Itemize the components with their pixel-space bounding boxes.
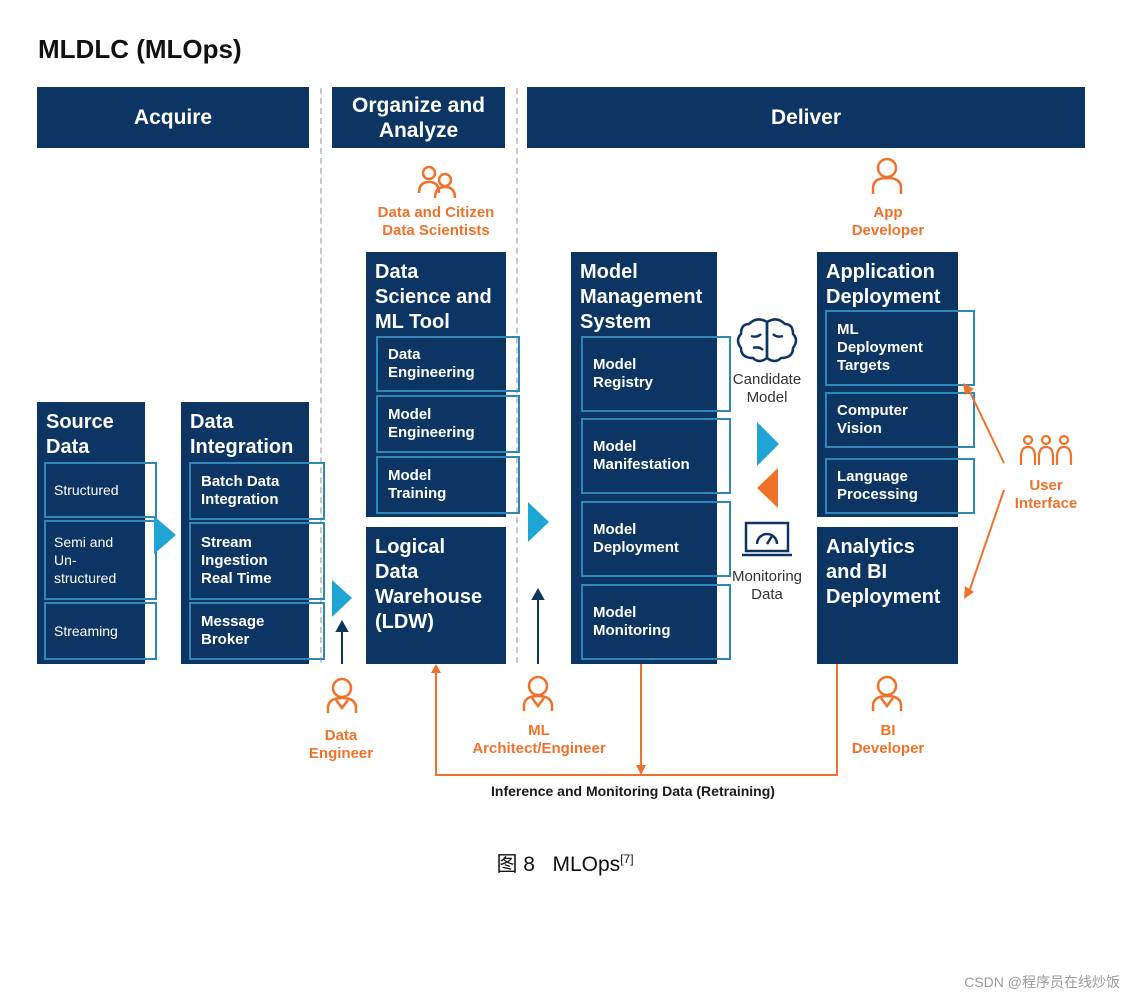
- ml-architect-icon: [522, 675, 554, 711]
- monitoring-data-label: Monitoring Data: [731, 568, 803, 603]
- retraining-label: Inference and Monitoring Data (Retrainin…: [491, 783, 775, 799]
- integration-item-stream: Stream Ingestion Real Time: [189, 522, 325, 600]
- user-interface-arrows: [968, 389, 1005, 593]
- brain-icon: [736, 318, 798, 363]
- role-data-scientists-label: Data and Citizen Data Scientists: [377, 204, 495, 239]
- ds-item-data-engineering: Data Engineering: [376, 336, 520, 392]
- mm-item-monitoring: Model Monitoring: [581, 584, 731, 660]
- divider-left: [320, 88, 322, 663]
- candidate-model-label: Candidate Model: [732, 371, 802, 406]
- divider-right: [516, 88, 518, 663]
- arrow-ml-architect-up: [531, 587, 545, 664]
- user-interface-icon: [1019, 434, 1073, 465]
- caption-figure-number: 图 8: [496, 853, 535, 876]
- mm-item-manifestation: Model Manifestation: [581, 418, 731, 494]
- mm-item-registry: Model Registry: [581, 336, 731, 412]
- data-integration-title: Data Integration: [190, 411, 294, 458]
- monitor-gauge-icon: [742, 521, 792, 557]
- retraining-arrowhead-down: [636, 765, 646, 775]
- arrow-data-engineer-up: [335, 619, 349, 664]
- integration-item-broker: Message Broker: [189, 602, 325, 660]
- ds-item-model-training: Model Training: [376, 456, 520, 514]
- mm-item-deployment: Model Deployment: [581, 501, 731, 577]
- source-data-title: Source Data: [46, 411, 114, 458]
- flow-arrow-source-to-integration: [154, 516, 176, 554]
- role-ml-architect-label: ML Architect/Engineer: [472, 722, 606, 757]
- app-item-computer-vision: Computer Vision: [825, 392, 975, 448]
- phase-acquire: Acquire: [37, 87, 309, 148]
- bi-developer-icon: [871, 675, 903, 711]
- source-item-structured: Structured: [44, 462, 157, 518]
- flow-arrow-integration-to-ldw: [332, 580, 352, 617]
- ldw-box: Logical Data Warehouse (LDW): [366, 527, 506, 664]
- app-item-ml-targets: ML Deployment Targets: [825, 310, 975, 386]
- caption-reference: [7]: [620, 852, 634, 866]
- integration-item-batch: Batch Data Integration: [189, 462, 325, 520]
- diagram-title: MLDLC (MLOps): [38, 34, 242, 64]
- source-item-semi-structured: Semi and Un- structured: [44, 520, 157, 600]
- model-management-box: Model Management System Model Registry M…: [571, 252, 731, 664]
- ds-item-model-engineering: Model Engineering: [376, 395, 520, 453]
- phase-organize-analyze: Organize and Analyze: [332, 87, 505, 148]
- phase-deliver: Deliver: [527, 87, 1085, 148]
- source-item-streaming: Streaming: [44, 602, 157, 660]
- data-engineer-icon: [326, 677, 358, 713]
- retraining-loop: [435, 664, 838, 776]
- role-bi-developer-label: BI Developer: [851, 722, 925, 757]
- role-user-interface-label: User Interface: [1014, 477, 1078, 512]
- figure-caption: 图 8 MLOps[7]: [0, 848, 1130, 878]
- app-deployment-box: Application Deployment ML Deployment Tar…: [817, 252, 975, 517]
- ui-arrowhead-up: [963, 383, 974, 395]
- role-app-developer-label: App Developer: [851, 204, 925, 239]
- watermark: CSDN @程序员在线炒饭: [964, 974, 1120, 990]
- ds-ml-tool-title: Data Science and ML Tool: [375, 261, 492, 333]
- app-item-language-processing: Language Processing: [825, 458, 975, 514]
- app-developer-icon: [871, 157, 903, 194]
- app-deployment-title: Application Deployment: [826, 261, 941, 308]
- retraining-arrowhead-up: [431, 664, 441, 673]
- role-data-engineer-label: Data Engineer: [308, 727, 374, 762]
- caption-name: MLOps: [552, 853, 621, 876]
- model-management-title: Model Management System: [580, 261, 703, 333]
- flow-arrow-ldw-to-model-mgmt: [528, 502, 549, 542]
- flow-arrow-monitoring-left: [757, 468, 778, 508]
- ds-ml-tool-box: Data Science and ML Tool Data Engineerin…: [366, 252, 520, 517]
- ui-arrowhead-down: [964, 586, 974, 599]
- flow-arrow-candidate-right: [757, 422, 779, 466]
- analytics-bi-box: Analytics and BI Deployment: [817, 527, 958, 664]
- data-scientists-icon: [417, 165, 457, 199]
- source-data-box: Source Data Structured Semi and Un- stru…: [37, 402, 157, 664]
- analytics-bi-title: Analytics and BI Deployment: [826, 536, 941, 608]
- ldw-title: Logical Data Warehouse (LDW): [375, 536, 483, 633]
- data-integration-box: Data Integration Batch Data Integration …: [181, 402, 325, 664]
